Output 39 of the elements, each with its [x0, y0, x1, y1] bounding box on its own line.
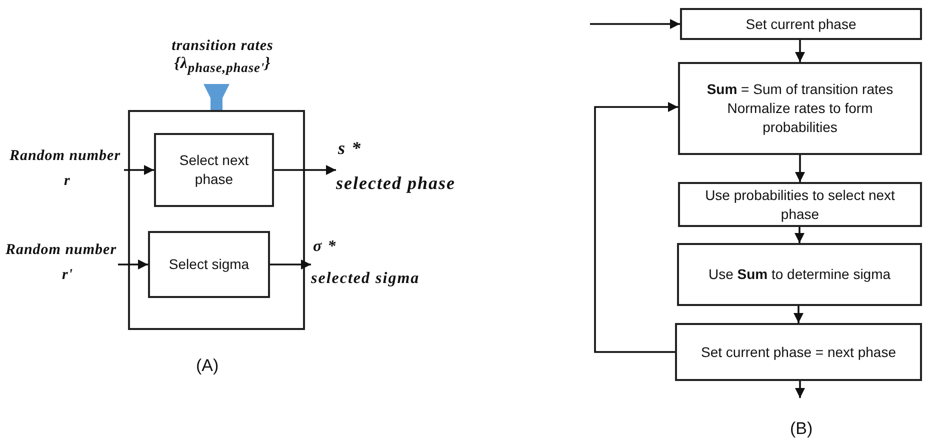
arrow — [594, 102, 678, 353]
box-label: Sum = Sum of transition rates Normalize rates to form probabilities — [706, 80, 894, 137]
process-box — [154, 133, 274, 207]
process-box — [678, 182, 922, 227]
input-label: r' — [62, 267, 74, 284]
arrow — [794, 306, 804, 323]
process-box — [677, 243, 922, 306]
input-label: transition rates — [172, 38, 274, 55]
process-box — [678, 62, 922, 155]
panel-label: (A) — [196, 356, 219, 376]
panel-label: (B) — [790, 419, 813, 439]
input-label: Random number — [9, 148, 121, 165]
arrow — [124, 165, 154, 175]
box-label: Set current phase — [746, 14, 856, 34]
input-label: Random number — [5, 242, 117, 259]
output-label: selected sigma — [311, 270, 420, 288]
output-label: selected phase — [336, 173, 456, 194]
input-label: {λ$_{phase,phase'}$} — [174, 55, 271, 76]
block-arrow — [204, 84, 230, 110]
box-label: Set current phase = next phase — [701, 342, 896, 362]
container-box — [128, 110, 305, 330]
input-label: r — [64, 173, 70, 190]
arrow — [795, 40, 805, 62]
box-label: Select sigma — [168, 255, 250, 274]
process-box — [675, 323, 922, 381]
box-label: Use probabilities to select next phase — [704, 186, 896, 224]
process-box — [680, 8, 922, 40]
arrow — [795, 155, 805, 182]
arrow — [590, 19, 680, 29]
arrow — [794, 227, 804, 243]
arrow — [274, 165, 336, 175]
box-label: Select next phase — [178, 151, 250, 189]
arrow — [118, 260, 148, 270]
arrow — [795, 381, 805, 398]
output-label: σ * — [313, 238, 337, 256]
arrow — [270, 260, 311, 270]
box-label: Use Sum to determine sigma — [708, 265, 891, 284]
process-box — [148, 231, 270, 298]
output-label: s * — [338, 138, 362, 159]
